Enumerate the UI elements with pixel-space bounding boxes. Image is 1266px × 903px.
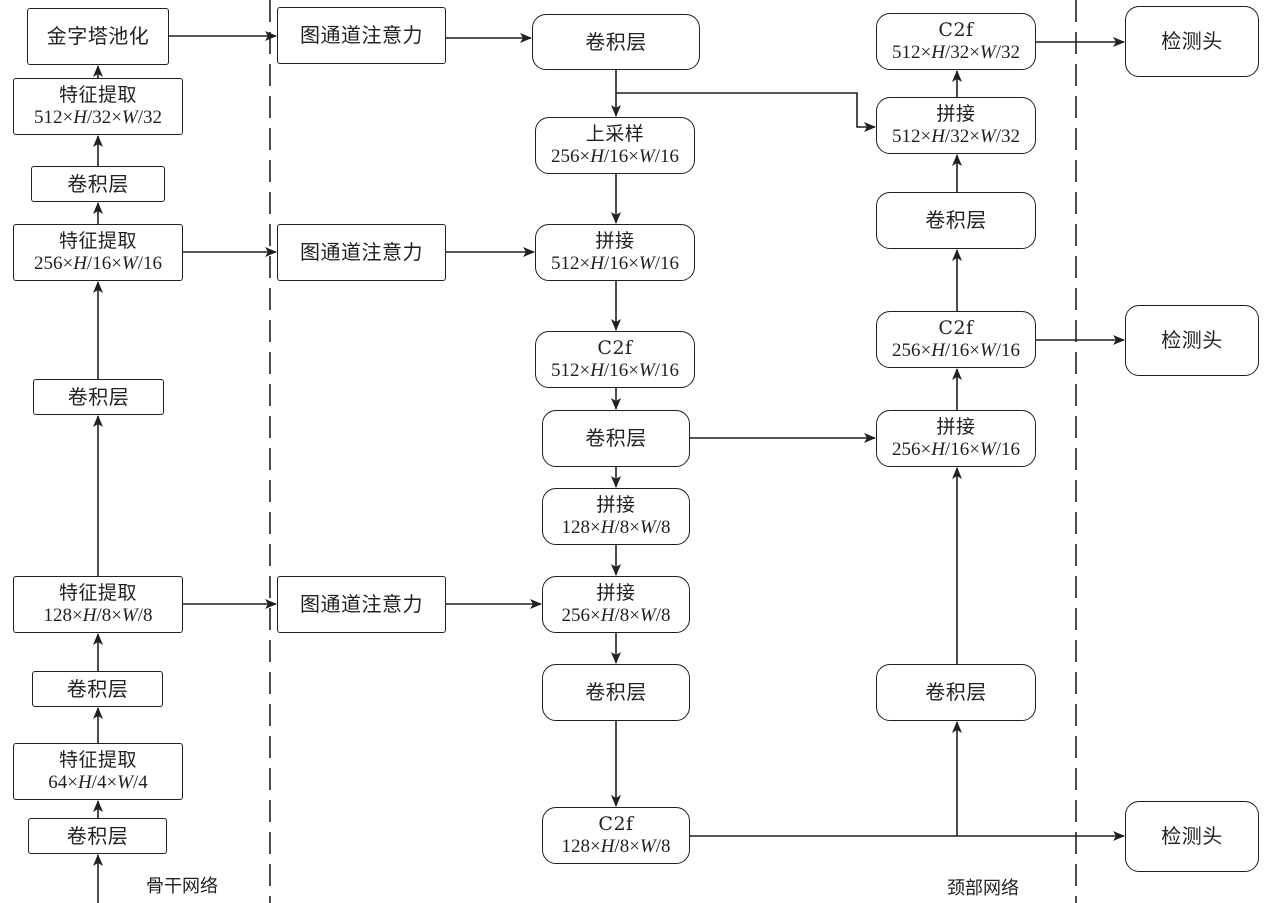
node-graph-channel-attention-2: 图通道注意力 [277, 224, 446, 281]
node-title: 图通道注意力 [300, 592, 423, 617]
node-dims: 512×H/32×W/32 [891, 41, 1021, 63]
node-title: 图通道注意力 [300, 240, 423, 265]
node-title: 拼接 [936, 103, 976, 126]
node-conv-right-8: 卷积层 [876, 664, 1036, 721]
node-title: 卷积层 [67, 384, 130, 409]
node-title: 卷积层 [925, 680, 987, 705]
node-title: 卷积层 [585, 680, 647, 705]
node-concat-8a: 拼接 128×H/8×W/8 [542, 488, 690, 545]
node-detection-head-3: 检测头 [1125, 801, 1259, 872]
node-dims: 256×H/8×W/8 [561, 604, 671, 626]
node-dims: 512×H/32×W/32 [891, 125, 1021, 147]
node-conv-backbone-0: 卷积层 [28, 818, 167, 854]
node-concat-8b: 拼接 256×H/8×W/8 [542, 576, 690, 633]
node-dims: 128×H/8×W/8 [561, 835, 671, 857]
node-title: 卷积层 [67, 171, 129, 196]
node-c2f-16: C2f 512×H/16×W/16 [535, 331, 695, 388]
node-dims: 128×H/8×W/8 [43, 604, 153, 626]
node-title: 检测头 [1161, 328, 1223, 353]
node-dims: 64×H/4×W/4 [48, 771, 148, 793]
node-concat-16-right: 拼接 256×H/16×W/16 [876, 410, 1036, 467]
node-concat-16: 拼接 512×H/16×W/16 [535, 224, 695, 281]
node-c2f-32-out: C2f 512×H/32×W/32 [876, 13, 1036, 70]
node-conv-neck-mid: 卷积层 [542, 410, 690, 467]
node-feature-extract-4: 特征提取 64×H/4×W/4 [13, 743, 183, 800]
node-title: 特征提取 [58, 582, 137, 605]
node-dims: 256×H/16×W/16 [891, 339, 1021, 361]
node-title: 拼接 [936, 416, 976, 439]
node-title: 卷积层 [66, 823, 129, 848]
node-dims: 512×H/16×W/16 [550, 359, 680, 381]
node-dims: 128×H/8×W/8 [561, 516, 671, 538]
node-conv-backbone-2: 卷积层 [33, 379, 164, 415]
node-title: C2f [938, 19, 974, 42]
connector-arrow [616, 92, 876, 132]
node-dims: 256×H/16×W/16 [33, 252, 163, 274]
node-dims: 256×H/16×W/16 [550, 145, 680, 167]
neck-region-label: 颈部网络 [947, 878, 1019, 899]
node-dims: 512×H/16×W/16 [550, 252, 680, 274]
node-concat-32: 拼接 512×H/32×W/32 [876, 97, 1036, 154]
node-title: 图通道注意力 [300, 23, 423, 48]
node-title: C2f [597, 337, 633, 360]
node-dims: 512×H/32×W/32 [33, 106, 163, 128]
node-conv-backbone-3: 卷积层 [31, 166, 165, 202]
node-feature-extract-32: 特征提取 512×H/32×W/32 [13, 78, 183, 135]
node-conv-right-32: 卷积层 [876, 192, 1036, 249]
node-conv-neck-top: 卷积层 [532, 14, 700, 70]
node-c2f-16-out: C2f 256×H/16×W/16 [876, 311, 1036, 368]
backbone-region-label: 骨干网络 [146, 876, 218, 897]
node-conv-neck-low: 卷积层 [542, 664, 690, 721]
node-graph-channel-attention-1: 图通道注意力 [277, 7, 446, 64]
node-title: 检测头 [1161, 29, 1223, 54]
node-title: 卷积层 [925, 208, 987, 233]
node-dims: 256×H/16×W/16 [891, 438, 1021, 460]
node-title: 检测头 [1161, 824, 1223, 849]
node-title: C2f [598, 813, 634, 836]
node-detection-head-1: 检测头 [1125, 6, 1259, 77]
node-title: 特征提取 [58, 749, 137, 772]
node-title: 上采样 [585, 123, 645, 146]
node-title: 卷积层 [66, 676, 129, 701]
node-title: 金字塔池化 [46, 24, 150, 49]
node-upsample: 上采样 256×H/16×W/16 [535, 117, 695, 174]
node-graph-channel-attention-3: 图通道注意力 [277, 576, 446, 633]
node-spatial-pyramid-pooling: 金字塔池化 [27, 8, 169, 65]
node-title: 拼接 [595, 230, 635, 253]
node-title: 拼接 [596, 582, 636, 605]
node-title: 卷积层 [585, 426, 647, 451]
node-title: 特征提取 [58, 84, 137, 107]
node-title: 卷积层 [585, 29, 647, 54]
node-c2f-8: C2f 128×H/8×W/8 [542, 807, 690, 864]
node-title: 拼接 [596, 494, 636, 517]
node-title: 特征提取 [58, 230, 137, 253]
node-feature-extract-8: 特征提取 128×H/8×W/8 [13, 576, 183, 633]
node-conv-backbone-1: 卷积层 [32, 671, 163, 707]
node-detection-head-2: 检测头 [1125, 305, 1259, 376]
node-title: C2f [938, 317, 974, 340]
node-feature-extract-16: 特征提取 256×H/16×W/16 [13, 224, 183, 281]
